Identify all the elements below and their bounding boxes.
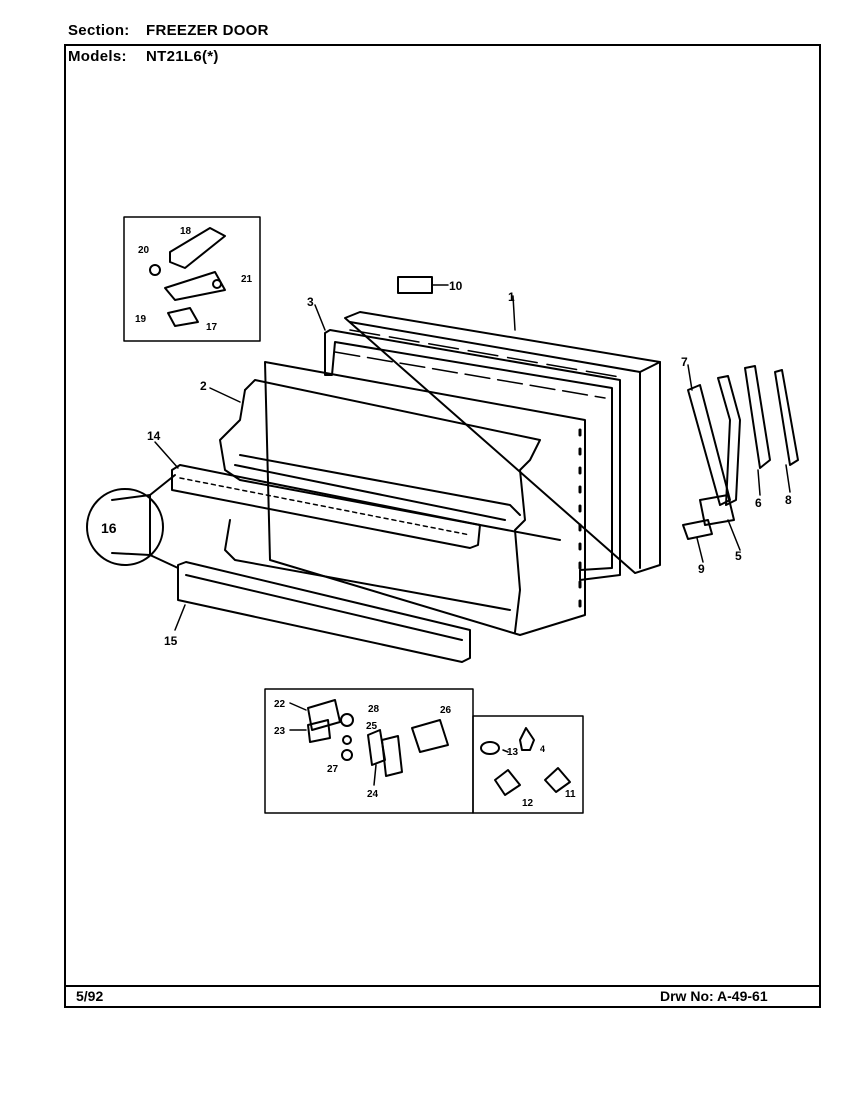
inset-bottom-right: [472, 715, 584, 814]
callout-19: 19: [135, 314, 147, 325]
callout-9: 9: [698, 562, 705, 576]
section-heading: Section: FREEZER DOOR: [68, 22, 269, 39]
section-value: FREEZER DOOR: [146, 22, 269, 39]
callout-labels: 1 2 3 4 5 6 7 8 9 10 11 12 13 14 15 16 1…: [101, 226, 792, 809]
drawing-frame: [64, 44, 821, 1008]
callout-20: 20: [138, 245, 150, 256]
callout-18: 18: [180, 226, 192, 237]
callout-24: 24: [367, 789, 379, 800]
leader-lines: [154, 295, 791, 786]
inset-top-left: [123, 216, 261, 342]
upper-door-shelf: [171, 464, 481, 549]
callout-11: 11: [565, 789, 576, 800]
callout-22: 22: [274, 699, 286, 710]
footer-drawing-number: Drw No: A-49-61: [660, 988, 768, 1004]
callout-17: 17: [206, 322, 218, 333]
callout-7: 7: [681, 355, 688, 369]
models-heading: Models: NT21L6(*): [68, 48, 219, 65]
callout-6: 6: [755, 496, 762, 510]
callout-26: 26: [440, 705, 452, 716]
callout-5: 5: [735, 549, 742, 563]
callout-27: 27: [327, 764, 339, 775]
callout-15: 15: [164, 634, 178, 648]
models-key: Models:: [68, 48, 127, 65]
callout-10: 10: [449, 279, 463, 293]
outer-door-panel: [344, 311, 661, 574]
callout-23: 23: [274, 726, 286, 737]
section-key: Section:: [68, 22, 130, 39]
door-hinge-assembly: [682, 365, 799, 540]
footer-date: 5/92: [76, 988, 104, 1004]
inner-door-liner: [219, 361, 586, 636]
lower-door-shelf: [177, 561, 471, 663]
callout-16: 16: [101, 520, 117, 536]
callout-12: 12: [522, 798, 534, 809]
nameplate: [397, 276, 433, 294]
callout-13: 13: [507, 747, 519, 758]
callout-28: 28: [368, 704, 380, 715]
models-value: NT21L6(*): [146, 48, 219, 65]
callout-1: 1: [508, 290, 515, 304]
callout-25: 25: [366, 721, 378, 732]
callout-8: 8: [785, 493, 792, 507]
callout-4: 4: [540, 744, 545, 754]
shelf-end-detail: [86, 474, 179, 569]
callout-14: 14: [147, 429, 161, 443]
footer-divider: [64, 985, 821, 987]
callout-2: 2: [200, 379, 207, 393]
door-gasket: [324, 329, 621, 581]
callout-21: 21: [241, 274, 253, 285]
callout-3: 3: [307, 295, 314, 309]
